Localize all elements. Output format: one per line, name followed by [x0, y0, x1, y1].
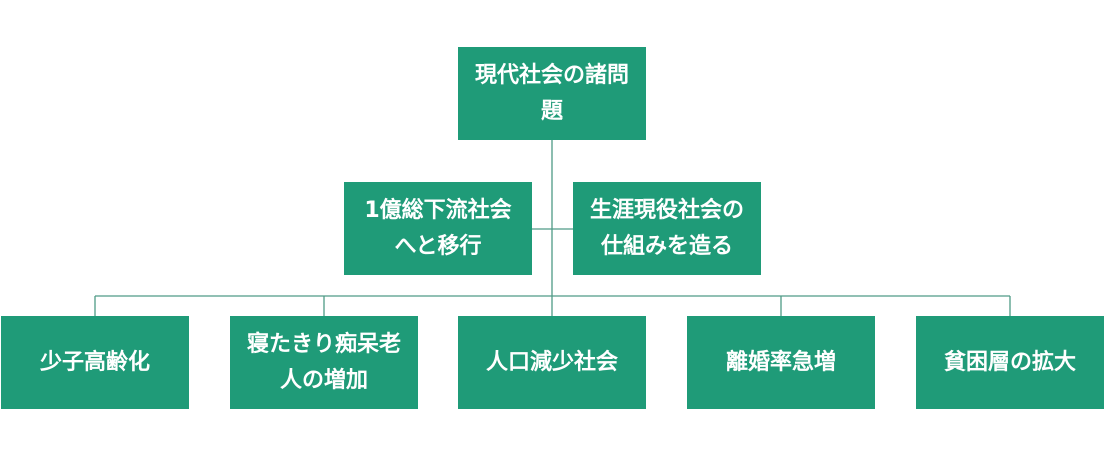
assistant-left-label-line2: へと移行: [394, 233, 482, 259]
child-node-1-label: 少子高齢化: [39, 349, 150, 375]
child-node-5-label: 貧困層の拡大: [943, 349, 1076, 375]
child-node-2-label-line1: 寝たきり痴呆老: [246, 331, 401, 357]
child-node-2: 寝たきり痴呆老 人の増加: [230, 316, 418, 409]
assistant-node-left: 1億総下流社会 へと移行: [344, 182, 532, 275]
root-node-label-line2: 題: [540, 98, 563, 124]
child-node-4: 離婚率急増: [687, 316, 875, 409]
root-node-label-line1: 現代社会の諸問: [474, 62, 629, 88]
assistant-right-label-line2: 仕組みを造る: [600, 233, 733, 259]
child-node-1: 少子高齢化: [1, 316, 189, 409]
root-node: 現代社会の諸問 題: [458, 47, 646, 140]
child-node-5: 貧困層の拡大: [916, 316, 1104, 409]
child-node-3-label: 人口減少社会: [485, 349, 618, 375]
assistant-node-right: 生涯現役社会の 仕組みを造る: [573, 182, 761, 275]
assistant-right-label-line1: 生涯現役社会の: [589, 197, 744, 223]
child-node-4-label: 離婚率急増: [725, 349, 836, 375]
child-node-2-label-line2: 人の増加: [279, 367, 368, 393]
assistant-left-label-line1: 1億総下流社会: [364, 197, 512, 223]
child-node-3: 人口減少社会: [458, 316, 646, 409]
